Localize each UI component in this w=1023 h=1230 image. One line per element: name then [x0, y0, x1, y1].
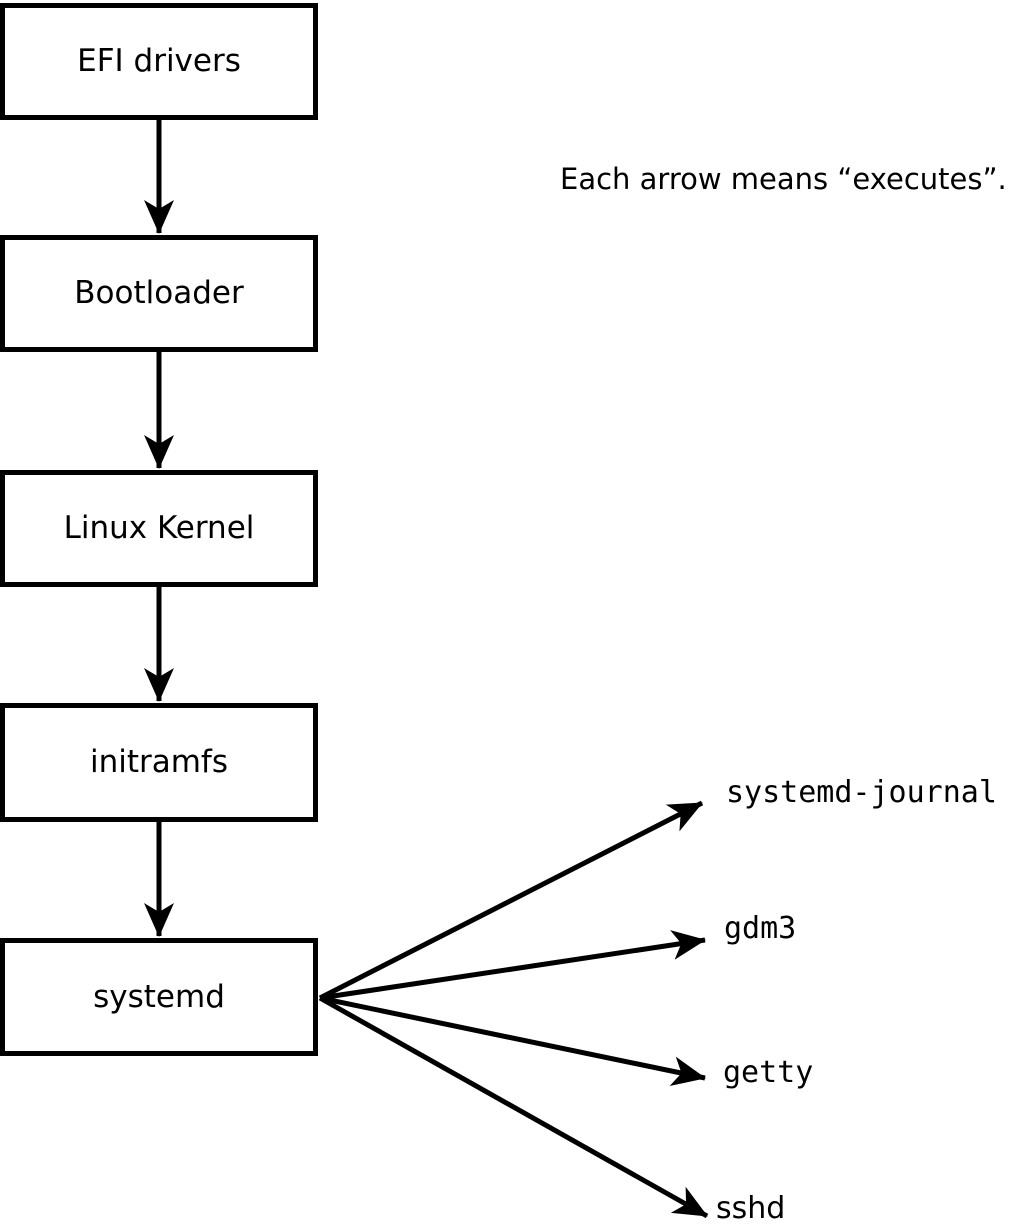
arrow-systemd-to-sshd [318, 995, 709, 1219]
arrow-systemd-to-journal [318, 800, 704, 1001]
node-systemd: systemd [0, 938, 318, 1056]
node-linux-kernel: Linux Kernel [0, 470, 318, 587]
arrow-systemd-to-getty [319, 995, 706, 1086]
node-initramfs-label: initramfs [89, 744, 229, 780]
node-efi-drivers-label: EFI drivers [77, 43, 241, 79]
arrow-systemd-to-gdm3 [319, 930, 706, 1001]
node-initramfs: initramfs [0, 703, 318, 822]
node-efi-drivers: EFI drivers [0, 3, 318, 120]
node-linux-kernel-label: Linux Kernel [63, 510, 255, 546]
label-sshd: sshd [716, 1191, 786, 1226]
label-gdm3: gdm3 [724, 911, 797, 946]
node-bootloader: Bootloader [0, 235, 318, 352]
legend-note: Each arrow means “executes”. [560, 162, 1007, 196]
node-bootloader-label: Bootloader [74, 275, 244, 311]
node-systemd-label: systemd [93, 978, 225, 1015]
label-getty: getty [723, 1055, 814, 1090]
label-systemd-journal: systemd-journal [726, 775, 997, 810]
